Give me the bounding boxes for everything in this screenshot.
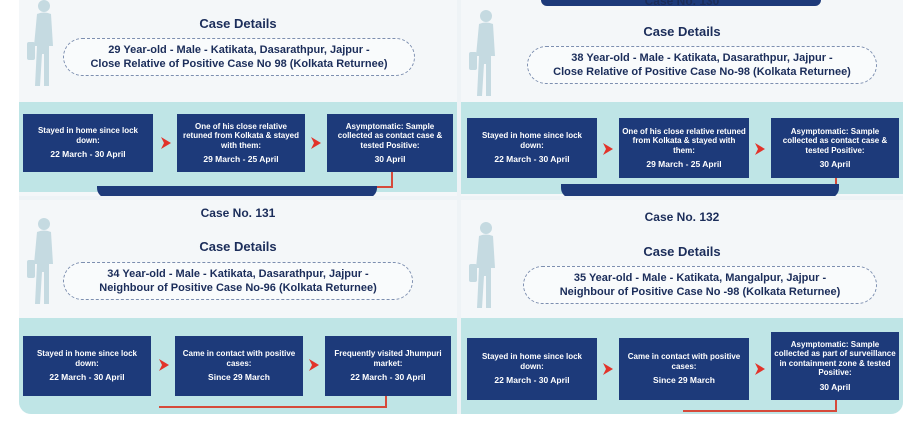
case-panel-4: Case No. 132 Case Details 35 Year-old - …	[461, 200, 903, 414]
chevron-right-icon	[161, 137, 171, 149]
case-description-line2: Close Relative of Positive Case No-98 (K…	[553, 66, 851, 78]
banner-edge	[561, 184, 839, 196]
connector-line	[159, 396, 387, 408]
chevron-right-icon	[603, 143, 613, 155]
chevron-right-icon	[755, 143, 765, 155]
timeline-step-2: One of his close relative retuned from K…	[619, 118, 749, 178]
case-details-title: Case Details	[643, 24, 721, 39]
case-panel-3: Case No. 131 Case Details 34 Year-old - …	[19, 200, 457, 414]
traveler-icon	[27, 218, 53, 304]
timeline-step-2: One of his close relative retuned from K…	[177, 114, 305, 172]
timeline-step-3: Asymptomatic: Sample collected as contac…	[771, 118, 899, 178]
case-description-line2: Close Relative of Positive Case No 98 (K…	[90, 58, 388, 70]
case-panel-2: Case No. 130 Case Details 38 Year-old - …	[461, 0, 903, 196]
case-description-line1: 29 Year-old - Male - Katikata, Dasarathp…	[108, 44, 370, 56]
traveler-icon	[469, 10, 495, 96]
travel-timeline: Stayed in home since lock down: 22 March…	[461, 102, 903, 194]
case-description: 29 Year-old - Male - Katikata, Dasarathp…	[63, 38, 415, 76]
case-description: 34 Year-old - Male - Katikata, Dasarathp…	[63, 262, 413, 300]
timeline-step-3: Asymptomatic: Sample collected as contac…	[327, 114, 453, 172]
timeline-step-1: Stayed in home since lock down: 22 March…	[23, 336, 151, 396]
banner-edge	[97, 186, 377, 196]
timeline-step-3: Frequently visited Jhumpuri market: 22 M…	[325, 336, 451, 396]
case-description-line2: Neighbour of Positive Case No-96 (Kolkat…	[99, 282, 377, 294]
case-number: Case No. 132	[644, 210, 720, 224]
case-number: Case No. 130	[644, 0, 720, 8]
chevron-right-icon	[311, 137, 321, 149]
case-number: Case No. 131	[200, 206, 276, 220]
case-details-title: Case Details	[199, 16, 277, 31]
case-panel-1: Case Details 29 Year-old - Male - Katika…	[19, 0, 457, 196]
travel-timeline: Stayed in home since lock down: 22 March…	[19, 318, 457, 414]
traveler-icon	[469, 222, 495, 308]
case-description-line1: 35 Year-old - Male - Katikata, Mangalpur…	[573, 272, 827, 284]
case-infographic-collage: Case Details 29 Year-old - Male - Katika…	[19, 0, 903, 414]
case-details-title: Case Details	[643, 244, 721, 259]
timeline-step-2: Came in contact with positive cases: Sin…	[175, 336, 303, 396]
timeline-step-2: Came in contact with positive cases: Sin…	[619, 338, 749, 400]
case-description-line2: Neighbour of Positive Case No -98 (Kolka…	[559, 286, 841, 298]
case-description-line1: 38 Year-old - Male - Katikata, Dasarathp…	[571, 52, 833, 64]
chevron-right-icon	[309, 359, 319, 371]
case-details-title: Case Details	[199, 239, 277, 254]
timeline-step-1: Stayed in home since lock down: 22 March…	[23, 114, 153, 172]
chevron-right-icon	[755, 363, 765, 375]
case-description-line1: 34 Year-old - Male - Katikata, Dasarathp…	[107, 268, 369, 280]
case-description: 38 Year-old - Male - Katikata, Dasarathp…	[527, 46, 877, 84]
chevron-right-icon	[159, 359, 169, 371]
travel-timeline: Stayed in home since lock down: 22 March…	[19, 102, 457, 192]
timeline-step-1: Stayed in home since lock down: 22 March…	[467, 118, 597, 178]
travel-timeline: Stayed in home since lock down: 22 March…	[461, 318, 903, 414]
case-description: 35 Year-old - Male - Katikata, Mangalpur…	[523, 266, 877, 304]
timeline-step-1: Stayed in home since lock down: 22 March…	[467, 338, 597, 400]
chevron-right-icon	[603, 363, 613, 375]
traveler-icon	[27, 0, 53, 86]
connector-line	[683, 400, 837, 412]
timeline-step-3: Asymptomatic: Sample collected as part o…	[771, 332, 899, 400]
banner-edge	[541, 0, 821, 6]
